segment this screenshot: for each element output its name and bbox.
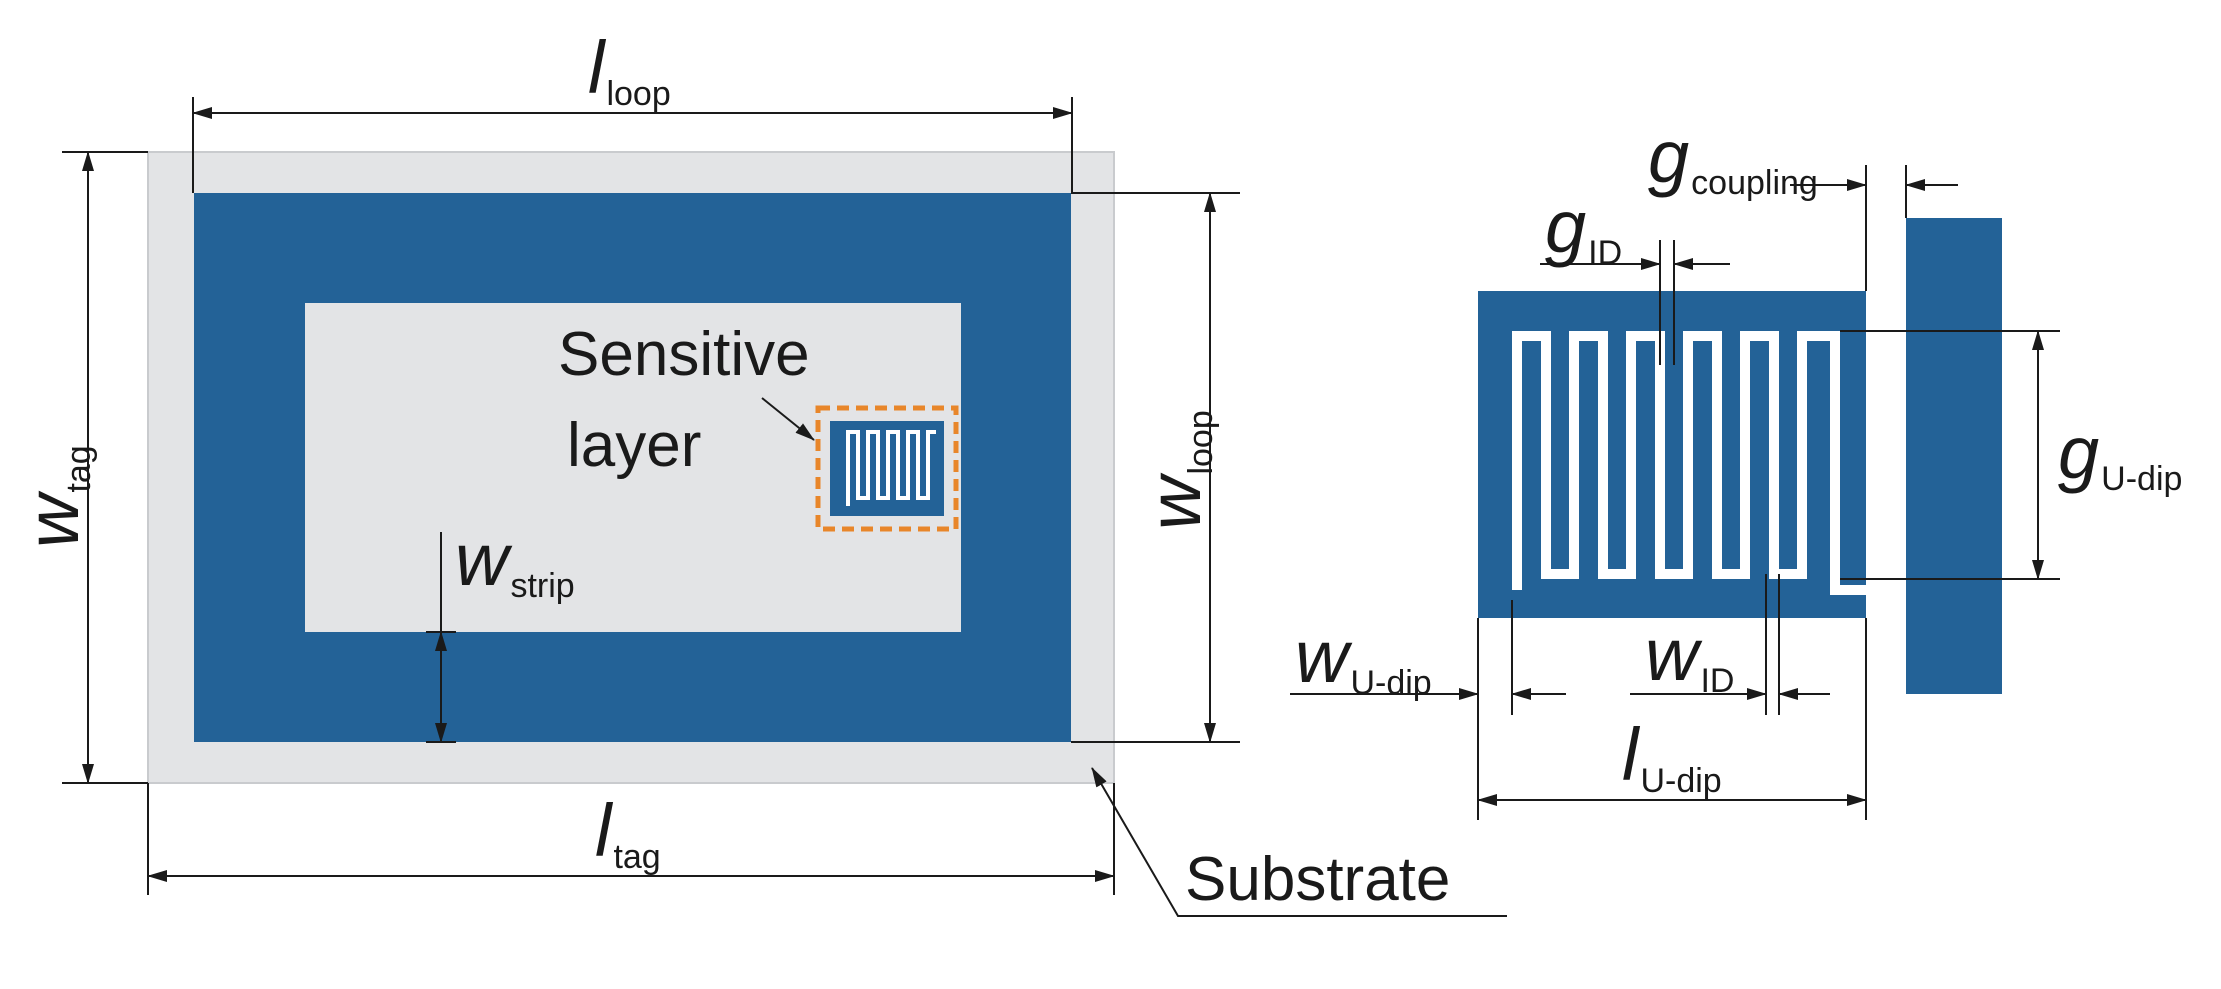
udip-meander [1512, 331, 1866, 595]
substrate-label: Substrate [1185, 845, 1450, 914]
l-loop-label: lloop [588, 26, 671, 113]
w-id-label: wID [1645, 613, 1734, 700]
sensitive-layer-label-line1: Sensitive [558, 320, 810, 389]
g-id-label: gID [1545, 185, 1622, 272]
w-udip-label: wU-dip [1295, 615, 1432, 702]
w-loop-label: wloop [1133, 410, 1220, 530]
sensitive-layer-outline [815, 405, 959, 532]
l-tag-label: ltag [595, 789, 661, 876]
sensitive-layer-meander [846, 430, 936, 506]
coupling-strip [1906, 218, 2002, 694]
substrate-pointer [1091, 767, 1507, 917]
sensitive-layer-pointer [761, 397, 815, 441]
g-coupling-label: gcoupling [1648, 115, 1818, 202]
g-udip-label: gU-dip [2058, 411, 2182, 498]
w-strip-label: wstrip [455, 518, 575, 605]
sensitive-layer-label-line2: layer [567, 411, 701, 480]
w-tag-label: wtag [11, 445, 98, 548]
l-udip-label: lU-dip [1622, 713, 1722, 800]
